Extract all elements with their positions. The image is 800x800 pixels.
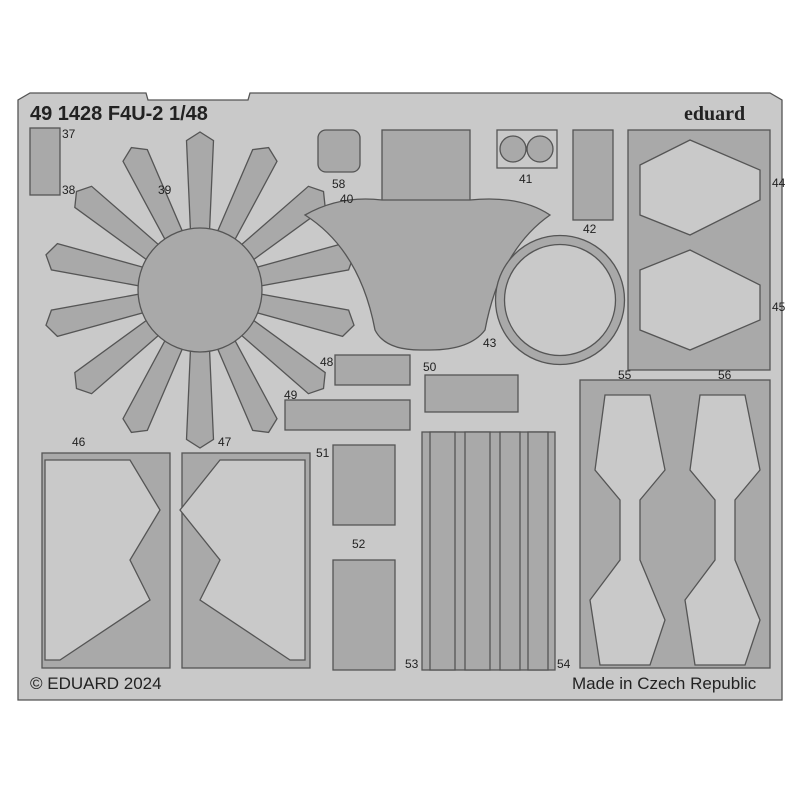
- part-39-engine: [45, 131, 355, 449]
- brand-logo: eduard: [684, 103, 746, 125]
- part-label: 41: [519, 172, 533, 186]
- part-label: 48: [320, 355, 334, 369]
- engine-cylinder-spoke: [185, 343, 215, 449]
- fret-title: 49 1428 F4U-2 1/48: [30, 103, 208, 125]
- part-label: 43: [483, 336, 497, 350]
- part-label: 40: [340, 192, 354, 206]
- part-46: [44, 459, 161, 661]
- part-label: 52: [352, 537, 366, 551]
- copyright-text: © EDUARD 2024: [30, 674, 162, 693]
- part-label: 54: [557, 657, 571, 671]
- part-label: 50: [423, 360, 437, 374]
- part-label: 42: [583, 222, 597, 236]
- part-label: 46: [72, 435, 86, 449]
- part-37-38: [29, 127, 61, 196]
- part-43-ring: [495, 235, 625, 365]
- part-40-top: [381, 129, 471, 206]
- part-48: [334, 354, 411, 386]
- part-label: 39: [158, 183, 172, 197]
- part-55: [589, 394, 666, 666]
- part-45: [639, 249, 761, 351]
- part-label: 51: [316, 446, 330, 460]
- part-47: [179, 459, 306, 661]
- part-label: 38: [62, 183, 76, 197]
- part-58: [317, 129, 361, 173]
- part-label: 56: [718, 368, 732, 382]
- part-label: 45: [772, 300, 786, 314]
- origin-text: Made in Czech Republic: [572, 674, 757, 693]
- part-label: 53: [405, 657, 419, 671]
- part-49: [284, 399, 411, 431]
- part-label: 44: [772, 176, 786, 190]
- part-44: [639, 139, 761, 236]
- part-40-cowl: [303, 198, 552, 351]
- part-50: [424, 374, 519, 413]
- part-52: [332, 559, 396, 671]
- part-42: [572, 129, 614, 221]
- part-51: [332, 444, 396, 526]
- part-label: 49: [284, 388, 298, 402]
- part-label: 47: [218, 435, 232, 449]
- part-label: 58: [332, 177, 346, 191]
- part-label: 55: [618, 368, 632, 382]
- part-label: 37: [62, 127, 76, 141]
- part-56: [684, 394, 761, 666]
- engine-cylinder-spoke: [185, 131, 215, 237]
